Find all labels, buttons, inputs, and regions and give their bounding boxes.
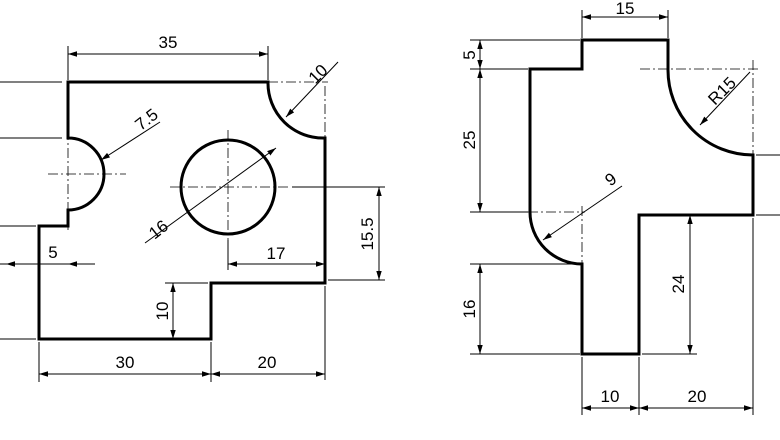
dim-bottom-left: 30	[116, 353, 135, 372]
dim-right-top-offset: 5	[460, 50, 479, 59]
dim-step-height: 10	[153, 302, 172, 321]
dim-right-inner-radius: 9	[602, 169, 621, 190]
dim-top-width: 35	[159, 33, 178, 52]
dim-right-bottom-left: 10	[601, 387, 620, 406]
dim-bottom-right: 20	[258, 353, 277, 372]
dim-right-arc-radius: R15	[704, 73, 739, 108]
left-part-outline	[37, 80, 327, 341]
dim-right-top-width: 15	[616, 0, 635, 18]
dim-corner-radius: 10	[305, 61, 332, 88]
dim-right-bottom-right: 20	[688, 387, 707, 406]
right-center-lines	[528, 60, 760, 270]
left-drawing: 35 10 7.5 16 5 17 15.5 10 30 20	[0, 33, 385, 382]
dim-left-radius: 7.5	[131, 105, 161, 135]
left-dimension-lines	[0, 46, 385, 382]
dim-right-upper-height: 25	[460, 131, 479, 150]
dim-right-lower-height: 16	[460, 300, 479, 319]
right-drawing: 15 5 25 R15 9 16 24 10 20	[460, 0, 780, 415]
right-part-outline	[528, 38, 755, 356]
dim-offset-left: 5	[48, 243, 57, 262]
dim-hole-height: 15.5	[358, 217, 377, 250]
dim-hole-offset: 17	[267, 244, 286, 263]
dim-right-height: 24	[669, 275, 688, 294]
right-dimension-lines	[470, 10, 780, 415]
left-center-lines	[48, 81, 328, 246]
dim-hole-diameter: 16	[145, 216, 172, 243]
